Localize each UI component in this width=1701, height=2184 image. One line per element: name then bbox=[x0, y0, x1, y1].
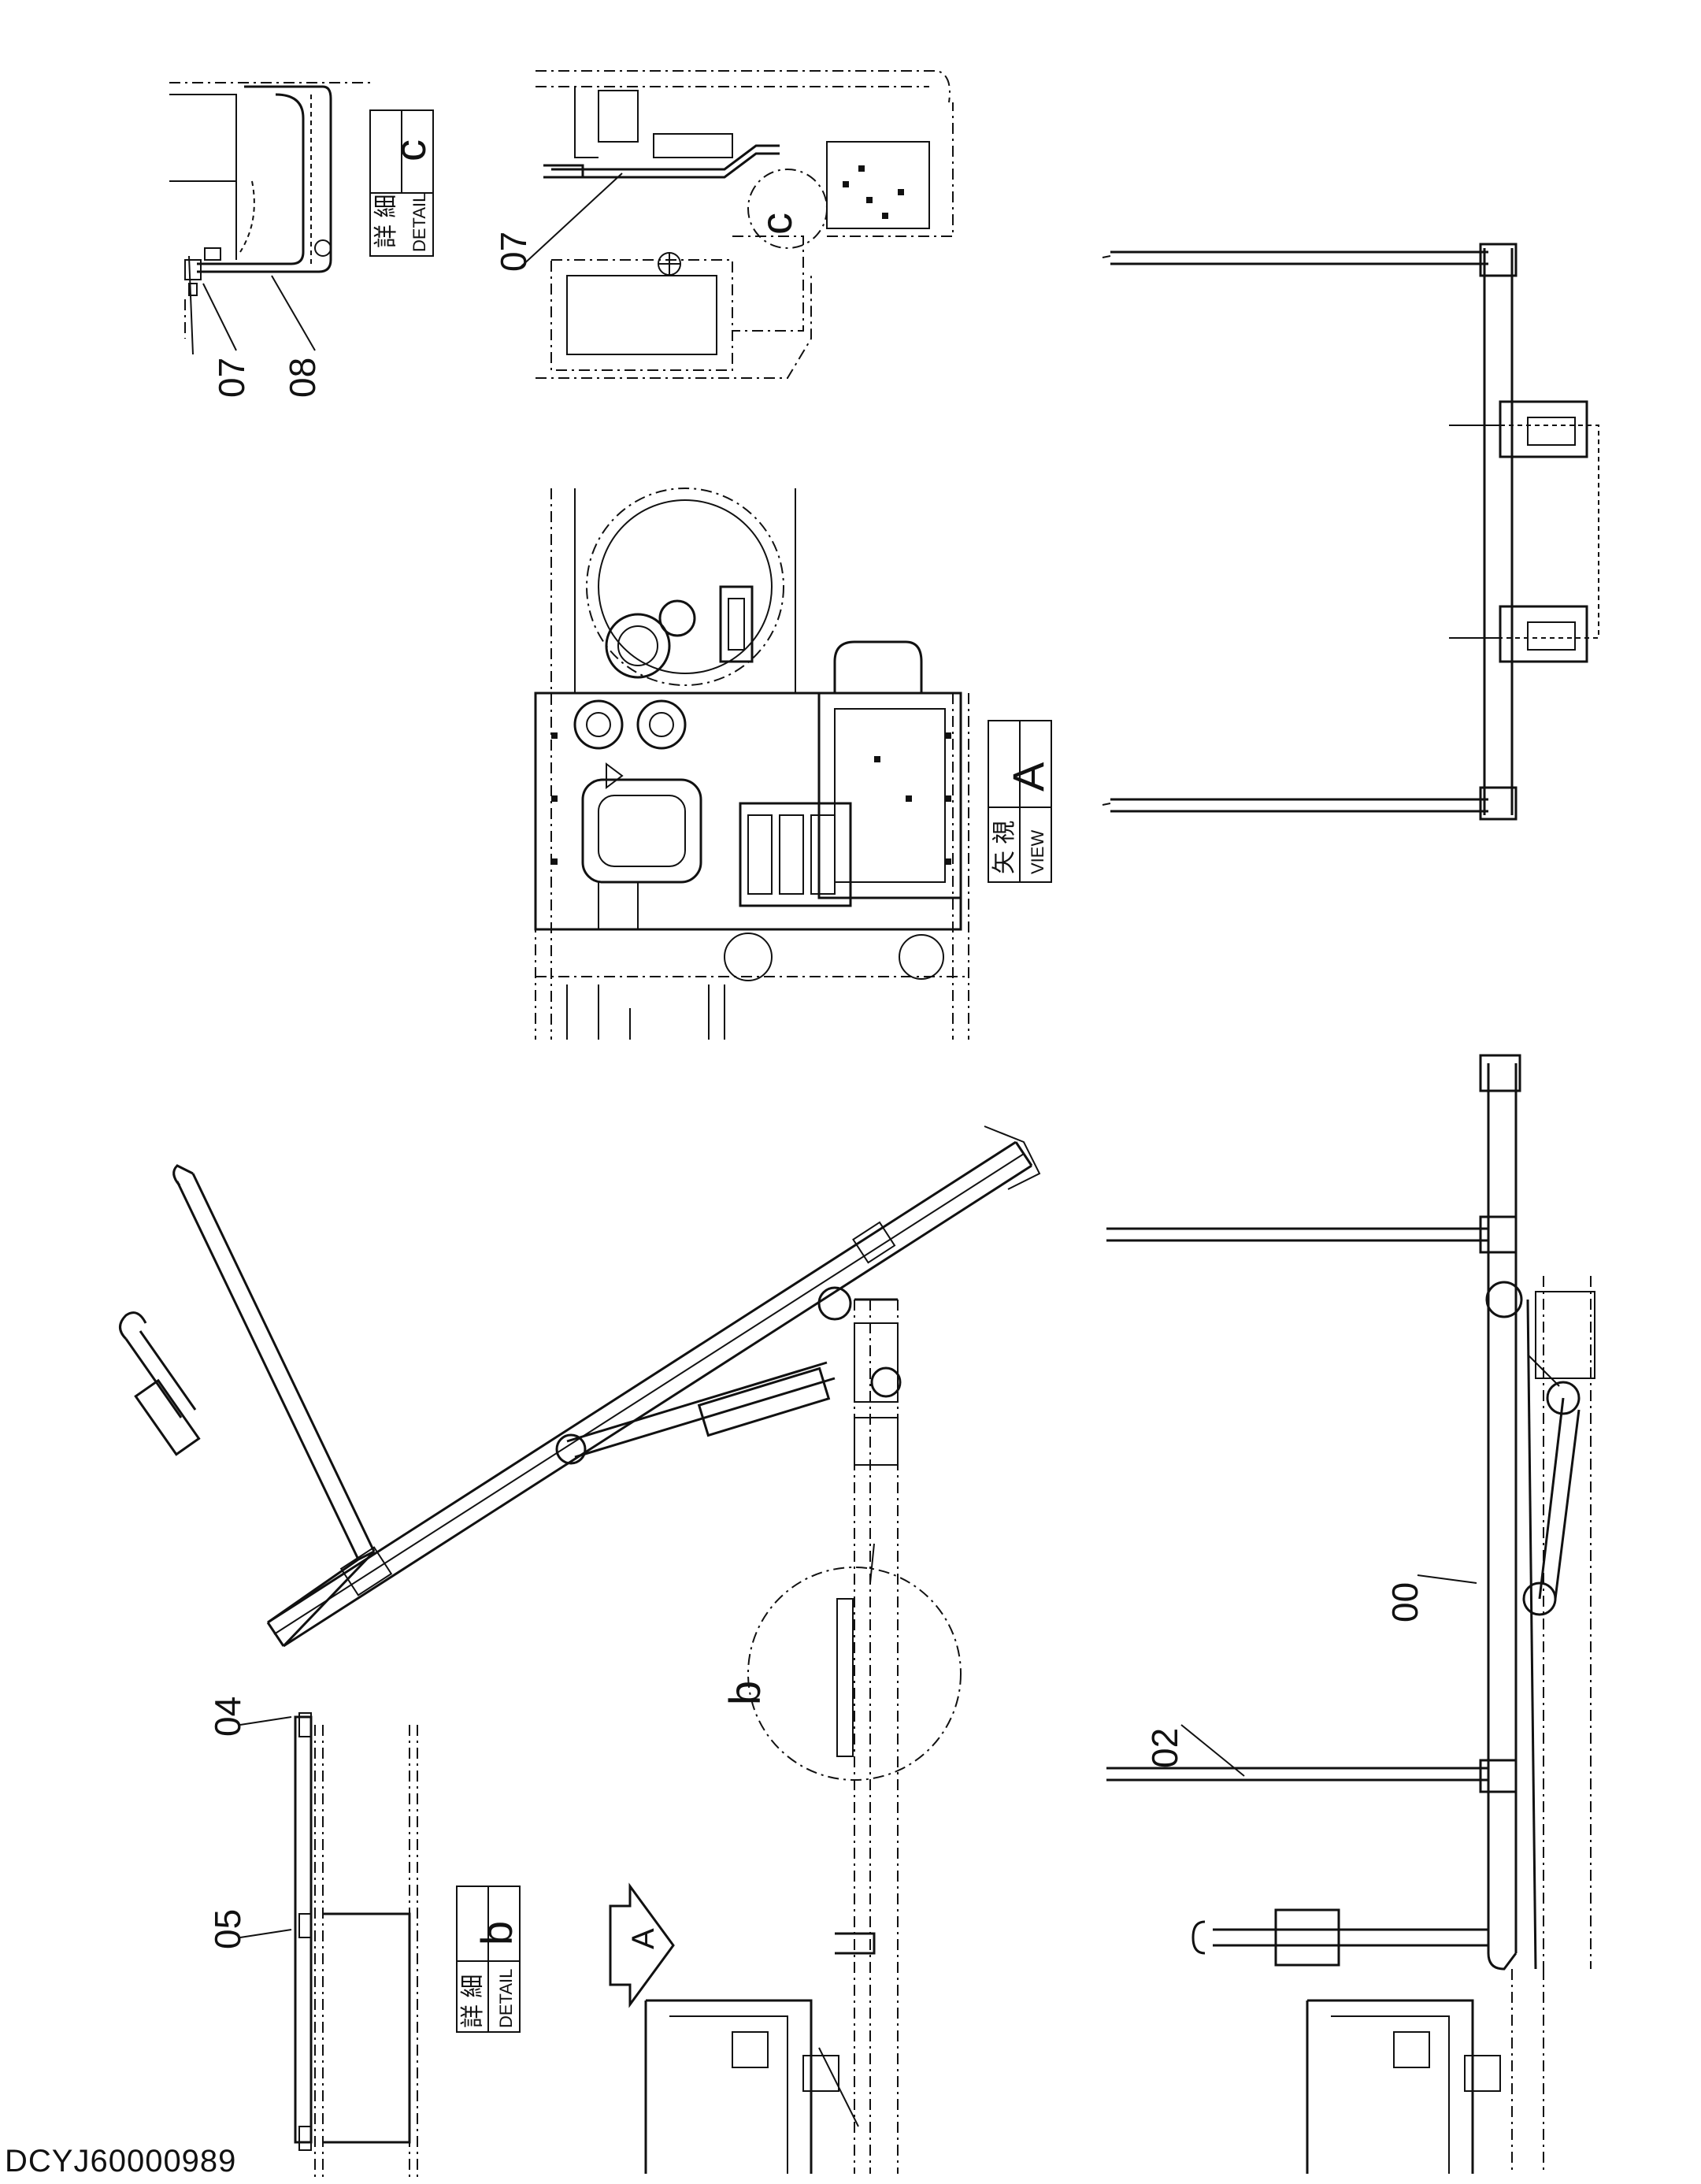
detail-b-jp: 詳 細 bbox=[460, 1974, 486, 2028]
document-id: DCYJ60000989 bbox=[5, 2144, 237, 2178]
detail-c-letter: c bbox=[385, 139, 435, 161]
fork-frame-top-view bbox=[1102, 243, 1599, 821]
upper-plan-view bbox=[519, 70, 954, 379]
view-a-plan bbox=[534, 488, 969, 1040]
view-a-arrow-label: A bbox=[626, 1928, 661, 1949]
callout-c-label: c bbox=[751, 213, 801, 235]
lowered-frame-side-view bbox=[1106, 1054, 1595, 2174]
part-number-07-view: 07 bbox=[493, 232, 534, 272]
tilted-boom-side-view bbox=[119, 1125, 1041, 2174]
part-number-02: 02 bbox=[1144, 1728, 1185, 1768]
part-number-00: 00 bbox=[1384, 1582, 1425, 1622]
part-number-04: 04 bbox=[207, 1696, 248, 1737]
detail-b-title: 詳 細 DETAIL b bbox=[456, 1886, 521, 2033]
view-a-arrow: A bbox=[609, 1882, 675, 2008]
detail-c-drawing bbox=[169, 82, 370, 355]
callout-b-label: b bbox=[720, 1681, 769, 1705]
view-a-en: VIEW bbox=[1028, 830, 1047, 874]
part-number-07-detail: 07 bbox=[211, 358, 252, 398]
detail-c-jp: 詳 細 bbox=[373, 195, 399, 248]
detail-b-letter: b bbox=[472, 1921, 521, 1945]
view-a-title: 矢 視 VIEW A bbox=[988, 720, 1053, 883]
part-number-08: 08 bbox=[282, 358, 323, 398]
view-a-letter: A bbox=[1003, 762, 1053, 792]
detail-b-en: DETAIL bbox=[496, 1969, 516, 2028]
detail-c-en: DETAIL bbox=[410, 193, 429, 252]
detail-b-drawing bbox=[239, 1712, 418, 2182]
detail-c-title: 詳 細 DETAIL c bbox=[369, 109, 435, 257]
part-number-05: 05 bbox=[207, 1909, 248, 1949]
view-a-jp: 矢 視 bbox=[991, 821, 1017, 874]
